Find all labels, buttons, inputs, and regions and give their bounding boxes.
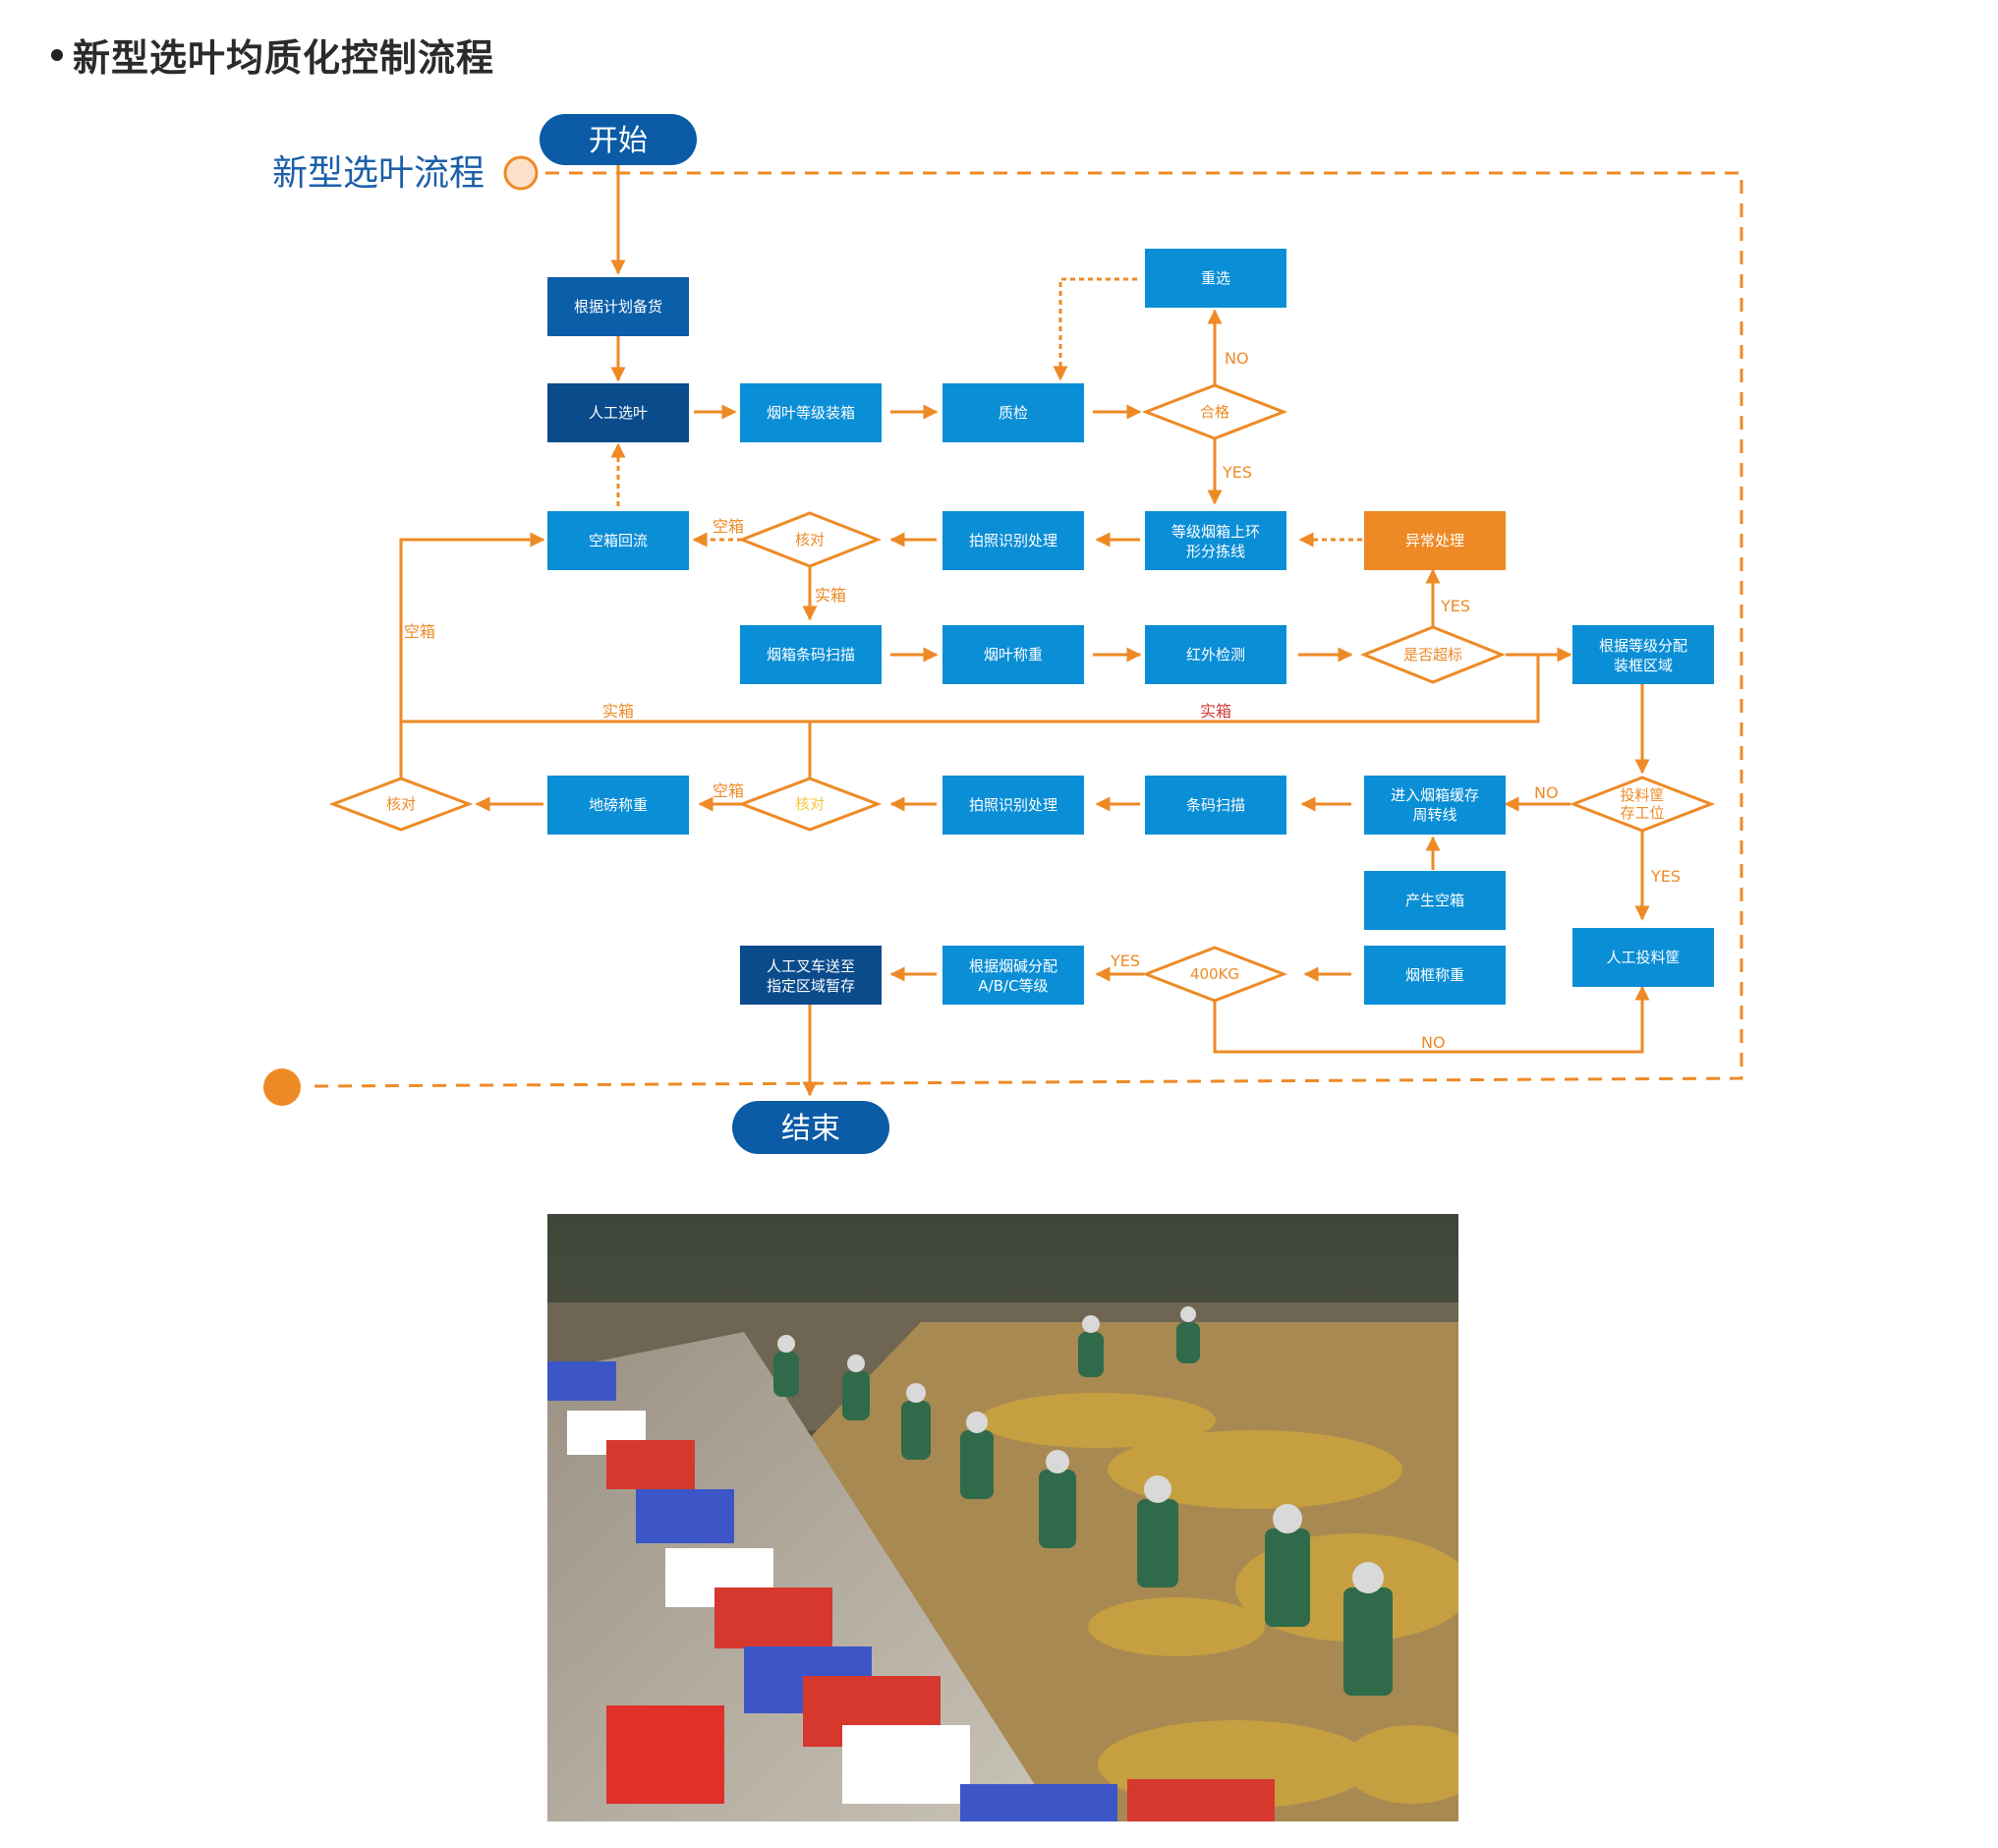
label-yes2: YES (1440, 597, 1470, 615)
box-abc: 根据烟碱分配 A/B/C等级 (942, 946, 1084, 1005)
svg-text:根据烟碱分配: 根据烟碱分配 (969, 957, 1057, 975)
arrow-hedui3-huiliu (399, 532, 545, 779)
label-shixiang-right: 实箱 (1200, 702, 1231, 721)
svg-text:拍照识别处理: 拍照识别处理 (969, 532, 1057, 549)
svg-text:存工位: 存工位 (1620, 804, 1664, 822)
svg-text:烟叶称重: 烟叶称重 (984, 646, 1043, 664)
svg-text:是否超标: 是否超标 (1403, 646, 1462, 664)
box-toukuang: 人工投料筐 (1572, 928, 1714, 987)
svg-text:地磅称重: 地磅称重 (589, 796, 648, 814)
box-kuangchengzhong: 烟框称重 (1364, 946, 1506, 1005)
svg-text:烟叶等级装箱: 烟叶等级装箱 (767, 404, 855, 422)
svg-text:形分拣线: 形分拣线 (1186, 543, 1245, 560)
section-heading: 新型选叶均质化控制流程 (51, 28, 494, 82)
box-chengzhong: 烟叶称重 (942, 625, 1084, 684)
label-kongxiang-left: 空箱 (404, 622, 435, 641)
label-no1: NO (1225, 349, 1249, 368)
label-no3: NO (1421, 1033, 1446, 1052)
box-zhijian: 质检 (942, 383, 1084, 442)
arrow-chongxuan-zhijian (1053, 277, 1137, 381)
box-kongxiang: 产生空箱 (1364, 871, 1506, 930)
label-kongxiang1: 空箱 (713, 517, 744, 536)
svg-text:异常处理: 异常处理 (1405, 532, 1464, 549)
section-title: 新型选叶均质化控制流程 (73, 36, 495, 80)
box-dibang: 地磅称重 (547, 776, 689, 835)
box-huancun: 进入烟箱缓存 周转线 (1364, 776, 1506, 835)
label-shixiang1: 实箱 (815, 586, 846, 605)
svg-text:核对: 核对 (795, 795, 825, 813)
label-yes4: YES (1110, 952, 1140, 970)
svg-text:重选: 重选 (1201, 269, 1230, 287)
diamond-toukuang-gongwei: 投料筐 存工位 (1569, 776, 1716, 833)
svg-text:A/B/C等级: A/B/C等级 (978, 977, 1048, 995)
start-pill (540, 114, 697, 165)
svg-text:等级烟箱上环: 等级烟箱上环 (1171, 523, 1260, 541)
svg-text:根据计划备货: 根据计划备货 (574, 298, 662, 316)
svg-text:周转线: 周转线 (1412, 806, 1456, 824)
box-fenpei: 根据等级分配 装框区域 (1572, 625, 1714, 684)
box-chongxuan: 重选 (1145, 249, 1286, 308)
svg-text:400KG: 400KG (1190, 965, 1239, 983)
box-tiaoma-saomiao: 烟箱条码扫描 (740, 625, 882, 684)
side-label: 新型选叶流程 (272, 153, 485, 194)
svg-text:人工选叶: 人工选叶 (589, 404, 648, 422)
label-shixiang-left: 实箱 (602, 702, 634, 721)
svg-text:拍照识别处理: 拍照识别处理 (969, 796, 1057, 814)
diamond-hedui3: 核对 (328, 777, 474, 832)
svg-text:根据等级分配: 根据等级分配 (1599, 637, 1687, 655)
shixiang-return-line (401, 655, 1540, 723)
svg-text:产生空箱: 产生空箱 (1405, 892, 1464, 909)
loop-start-dot (503, 155, 539, 191)
box-beihuo: 根据计划备货 (547, 277, 689, 336)
start-label: 开始 (589, 124, 648, 158)
box-paizhao2: 拍照识别处理 (942, 776, 1084, 835)
tobacco-leaf-sorting-workshop-photo (547, 1214, 1458, 1821)
diamond-hege: 合格 (1141, 383, 1288, 440)
svg-text:红外检测: 红外检测 (1186, 646, 1245, 664)
svg-text:装框区域: 装框区域 (1614, 657, 1673, 674)
svg-text:质检: 质检 (999, 404, 1028, 422)
svg-text:条码扫描: 条码扫描 (1186, 796, 1245, 814)
svg-text:烟箱条码扫描: 烟箱条码扫描 (767, 646, 855, 664)
box-tiaoma2: 条码扫描 (1145, 776, 1286, 835)
label-yes1: YES (1222, 463, 1252, 482)
diamond-chaobiao: 是否超标 (1359, 625, 1507, 684)
box-zhuangxiang: 烟叶等级装箱 (740, 383, 882, 442)
end-label: 结束 (781, 1112, 840, 1146)
label-no2: NO (1534, 783, 1559, 802)
diamond-weight: 400KG (1141, 946, 1288, 1003)
svg-text:人工投料筐: 人工投料筐 (1606, 949, 1680, 966)
svg-text:进入烟箱缓存: 进入烟箱缓存 (1391, 786, 1479, 804)
svg-text:指定区域暂存: 指定区域暂存 (767, 977, 855, 995)
bullet-dot (51, 48, 63, 61)
diamond-hedui2: 核对 (737, 777, 883, 832)
control-flow-diagram: .c { stroke:#EE8A25; stroke-width:3; fil… (263, 114, 1743, 1154)
diamond-hedui1: 核对 (737, 511, 883, 568)
svg-text:人工叉车送至: 人工叉车送至 (767, 957, 855, 975)
box-yichang: 异常处理 (1364, 511, 1506, 570)
box-shangxian: 等级烟箱上环 形分拣线 (1145, 511, 1286, 570)
loop-end-dot (263, 1068, 301, 1106)
label-kongxiang2: 空箱 (713, 781, 744, 800)
end-pill (732, 1101, 889, 1154)
svg-text:烟框称重: 烟框称重 (1405, 966, 1464, 984)
box-xuanye: 人工选叶 (547, 383, 689, 442)
workshop-photo-icon (547, 1214, 1458, 1821)
svg-text:合格: 合格 (1200, 403, 1229, 421)
svg-text:投料筐: 投料筐 (1620, 786, 1664, 804)
arrow-weight-toukuang (1213, 985, 1650, 1054)
box-chache: 人工叉车送至 指定区域暂存 (740, 946, 882, 1005)
box-kongxiang-huiliu: 空箱回流 (547, 511, 689, 570)
svg-text:核对: 核对 (386, 795, 416, 813)
box-hongwai: 红外检测 (1145, 625, 1286, 684)
box-paizhao1: 拍照识别处理 (942, 511, 1084, 570)
outer-process-loop (309, 171, 1743, 1088)
svg-text:核对: 核对 (795, 531, 825, 549)
label-yes3: YES (1650, 867, 1681, 886)
svg-text:空箱回流: 空箱回流 (589, 532, 648, 549)
